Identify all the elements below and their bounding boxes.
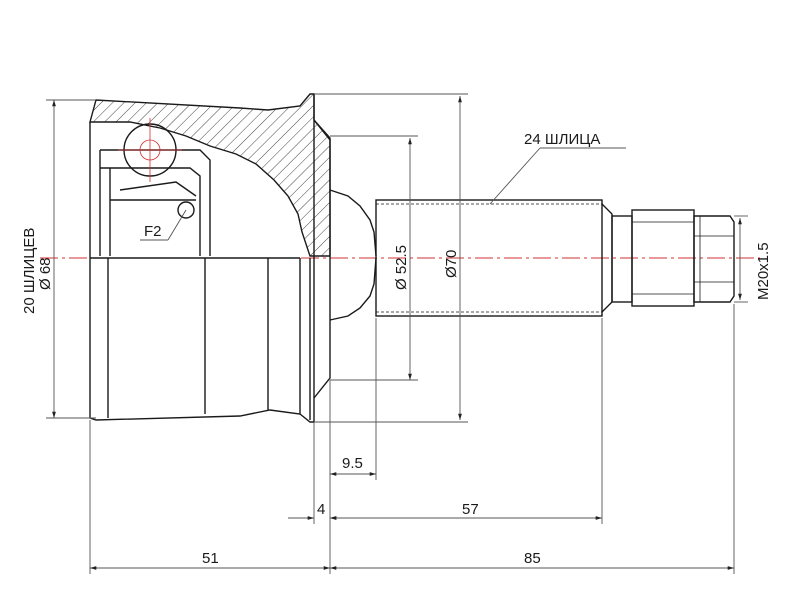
label-dia-shaft: Ø 52.5 <box>393 245 410 290</box>
label-dia-outer: Ø 68 <box>37 257 54 290</box>
outer-housing <box>89 93 377 423</box>
section-circle <box>177 201 195 219</box>
label-thread: M20x1.5 <box>755 242 772 300</box>
dimension-85: 85 <box>524 550 541 567</box>
dimension-4: 4 <box>317 501 325 518</box>
dimension-9-5: 9.5 <box>342 455 363 472</box>
splined-shaft <box>375 199 735 317</box>
dimension-57: 57 <box>462 501 479 518</box>
dimension-51: 51 <box>202 550 219 567</box>
label-dia-flange: Ø70 <box>443 250 460 278</box>
housing-section-hatch <box>89 93 331 257</box>
label-splines-inner: 20 ШЛИЦЕВ <box>21 228 38 314</box>
dimension-lines <box>46 93 748 574</box>
label-section-f2: F2 <box>144 223 162 240</box>
label-splines-outer: 24 ШЛИЦА <box>524 131 600 148</box>
